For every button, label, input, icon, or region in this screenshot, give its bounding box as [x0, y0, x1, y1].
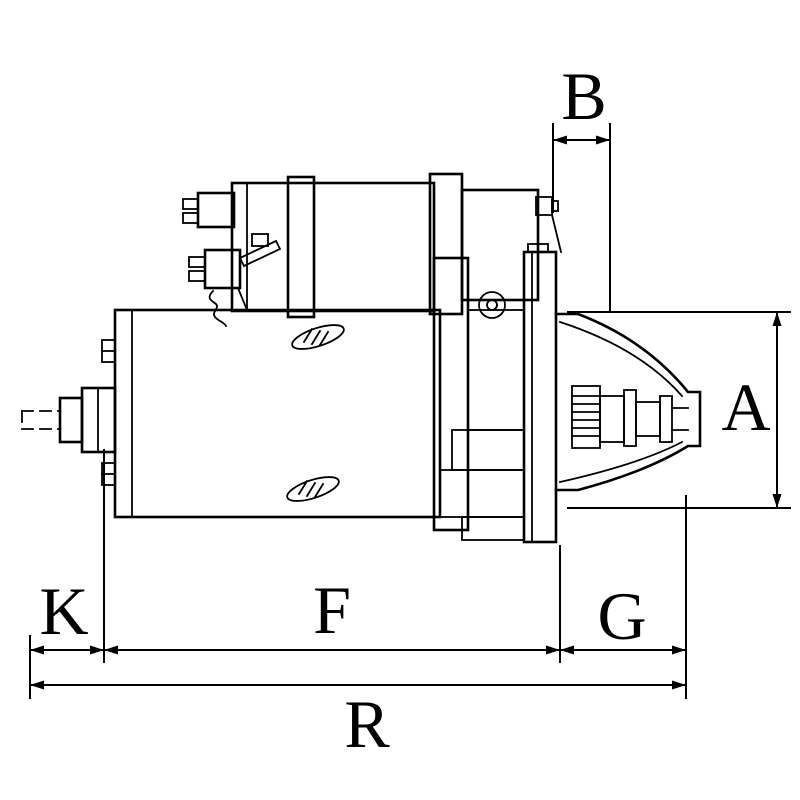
starter-motor-drawing — [21, 172, 702, 544]
louvre-upper — [291, 324, 345, 350]
flange-top-step — [527, 243, 549, 253]
motor-body — [101, 308, 442, 519]
pinion-block — [599, 395, 625, 443]
dimension-B: B — [552, 58, 611, 311]
dimension-label-g: G — [597, 578, 646, 654]
bearing-ribs — [571, 385, 601, 449]
terminal-stud-upper — [182, 191, 236, 229]
solenoid-band — [286, 175, 316, 319]
dimension-A: A — [567, 311, 791, 509]
pigtail-wire — [208, 289, 228, 328]
louvre-lower — [286, 476, 340, 502]
mounting-flange — [522, 243, 558, 544]
terminal-strap — [238, 233, 282, 268]
nose-bracket — [554, 312, 702, 492]
shaft — [21, 386, 117, 454]
dimension-label-b: B — [561, 58, 606, 134]
solenoid-plunger-housing — [460, 188, 540, 302]
pinion-collar — [623, 389, 637, 447]
through-bolt-head — [478, 291, 506, 319]
dimension-label-a: A — [721, 369, 770, 445]
dimension-label-k: K — [39, 573, 88, 649]
dimension-bottom-group: K F G R — [29, 449, 687, 762]
dimension-label-f: F — [313, 572, 351, 648]
terminal-stud-lower — [188, 248, 242, 290]
dimension-label-r: R — [344, 686, 390, 762]
